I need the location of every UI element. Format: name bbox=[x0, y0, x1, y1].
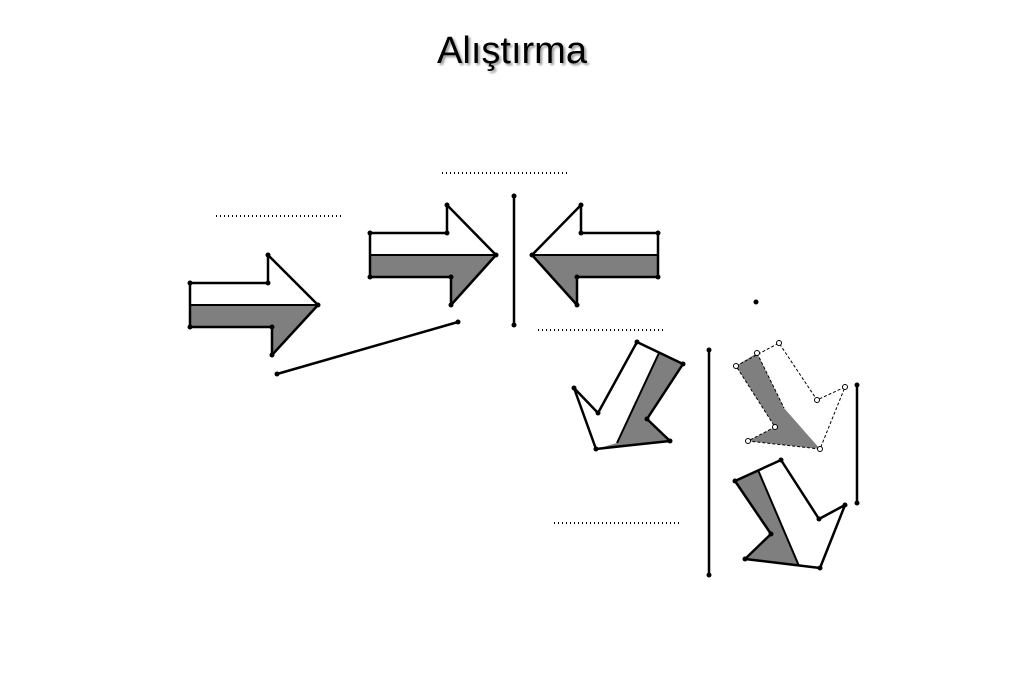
rotation-center-point bbox=[753, 299, 759, 305]
arrow-right-2 bbox=[367, 202, 499, 308]
arrow-down-left bbox=[571, 339, 686, 452]
arrow-down-right-dashed bbox=[733, 340, 848, 452]
arrow-left-1 bbox=[529, 202, 661, 308]
mirror-line-vertical-2 bbox=[706, 347, 712, 578]
mirror-line-slanted bbox=[274, 319, 461, 377]
arrow-right-1 bbox=[187, 252, 321, 358]
slide-title: Alıştırma bbox=[437, 30, 587, 72]
mirror-line-vertical-3 bbox=[854, 382, 860, 506]
mirror-line-vertical-1 bbox=[511, 193, 517, 328]
arrow-down-right bbox=[732, 457, 848, 571]
